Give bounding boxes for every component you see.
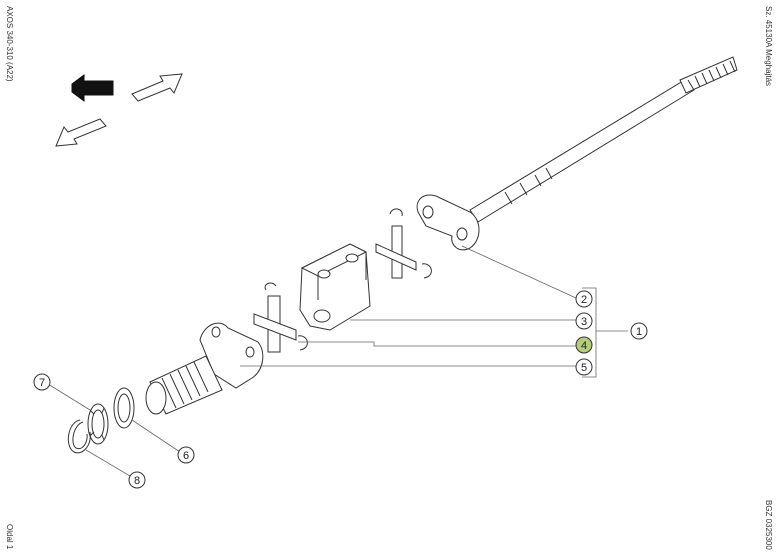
callout-4-highlighted[interactable]: 4	[575, 336, 593, 354]
callout-7[interactable]: 7	[33, 373, 51, 391]
callout-label: 7	[39, 377, 45, 389]
lock-washer	[87, 403, 109, 445]
center-housing	[299, 243, 371, 331]
nav-arrow-back-icon[interactable]	[71, 74, 114, 102]
callout-1[interactable]: 1	[630, 322, 648, 340]
drive-shaft	[469, 56, 738, 223]
callout-2[interactable]: 2	[575, 290, 593, 308]
callout-label: 4	[581, 340, 587, 352]
callout-label: 6	[183, 450, 189, 462]
callout-label: 2	[581, 294, 587, 306]
upper-cross-spider	[375, 208, 432, 279]
callout-6[interactable]: 6	[177, 446, 195, 464]
callout-label: 8	[134, 475, 140, 487]
callout-3[interactable]: 3	[575, 312, 593, 330]
splined-stub	[145, 355, 223, 415]
callout-8[interactable]: 8	[128, 471, 146, 489]
shaft-yoke	[416, 194, 480, 251]
callout-label: 5	[581, 362, 587, 374]
callout-label: 3	[581, 316, 587, 328]
front-yoke	[199, 322, 264, 389]
thrust-washer	[113, 387, 135, 429]
lower-cross-spider	[253, 282, 308, 353]
nav-arrow-down-icon[interactable]	[55, 118, 107, 147]
circlip	[67, 419, 91, 454]
leader-lines	[47, 245, 628, 477]
callout-label: 1	[636, 326, 642, 338]
callout-5[interactable]: 5	[575, 358, 593, 376]
nav-arrow-forward-icon[interactable]	[131, 73, 183, 102]
